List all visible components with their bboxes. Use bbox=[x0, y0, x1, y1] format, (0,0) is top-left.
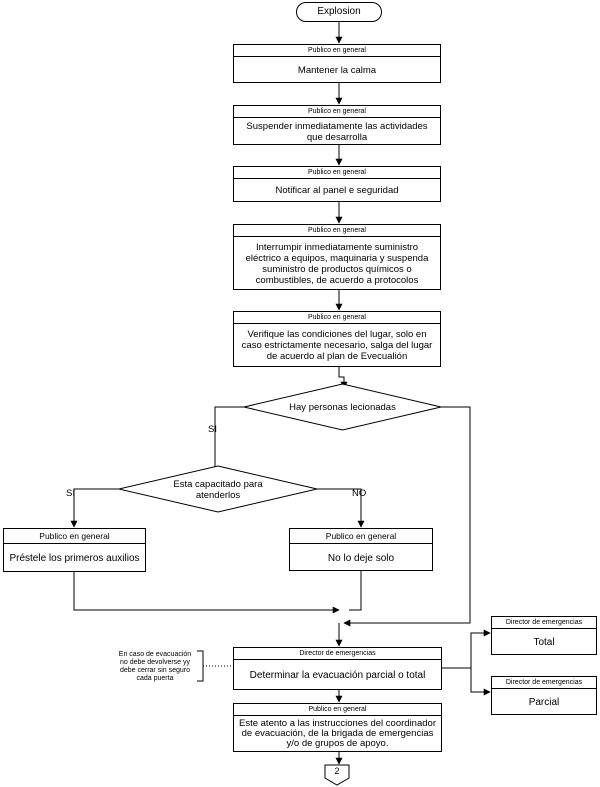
final-text: Este atento a las instrucciones del coor… bbox=[239, 718, 436, 749]
step-actor: Publico en general bbox=[234, 312, 440, 324]
step-actor: Publico en general bbox=[234, 45, 440, 57]
first-aid-actor: Publico en general bbox=[4, 529, 145, 544]
step-box-5: Publico en general Verifique las condici… bbox=[233, 311, 441, 367]
decision-diamond-trained bbox=[118, 465, 318, 513]
stay-box: Publico en general No lo deje solo bbox=[289, 528, 433, 571]
director-actor: Director de emergencias bbox=[234, 648, 441, 660]
step-box-3: Publico en general Notificar al panel e … bbox=[233, 166, 441, 202]
step-actor: Publico en general bbox=[234, 225, 440, 237]
step-text: Notificar al panel e seguridad bbox=[275, 185, 399, 196]
parcial-text: Parcial bbox=[528, 696, 560, 708]
decision-diamond-injured bbox=[243, 383, 442, 431]
final-instructions-box: Publico en general Este atento a las ins… bbox=[233, 703, 442, 752]
step-box-4: Publico en general Interrumpir inmediata… bbox=[233, 224, 441, 290]
step-actor: Publico en general bbox=[234, 167, 440, 179]
start-label: Explosion bbox=[317, 6, 361, 17]
decision-trained-yes-label: SI bbox=[66, 488, 75, 499]
decision-trained-no-label: NO bbox=[352, 488, 367, 499]
first-aid-box: Publico en general Préstele los primeros… bbox=[3, 528, 146, 572]
step-text: Interrumpir inmediatamente suministro el… bbox=[245, 241, 429, 286]
step-text: Mantener la calma bbox=[297, 64, 377, 76]
director-decision-box: Director de emergencias Determinar la ev… bbox=[233, 647, 442, 690]
step-text: Suspender inmediatamente las actividades… bbox=[246, 120, 428, 143]
step-box-2: Publico en general Suspender inmediatame… bbox=[233, 105, 441, 145]
step-box-1: Publico en general Mantener la calma bbox=[233, 44, 441, 83]
total-actor: Director de emergencias bbox=[492, 617, 596, 629]
stay-actor: Publico en general bbox=[290, 529, 432, 544]
parcial-box: Director de emergencias Parcial bbox=[491, 676, 597, 715]
parcial-actor: Director de emergencias bbox=[492, 677, 596, 689]
step-text: Verifique las condiciones del lugar, sol… bbox=[241, 329, 433, 362]
step-actor: Publico en general bbox=[234, 106, 440, 118]
final-actor: Publico en general bbox=[234, 704, 441, 716]
start-terminal: Explosion bbox=[296, 2, 382, 22]
first-aid-text: Préstele los primeros auxilios bbox=[9, 553, 140, 564]
decision-trained-text: Esta capacitado para atenderlos bbox=[173, 479, 263, 501]
total-text: Total bbox=[533, 636, 555, 648]
decision-injured-yes-label: SI bbox=[208, 424, 217, 435]
offpage-connector-shape bbox=[324, 764, 350, 786]
offpage-connector-label: 2 bbox=[334, 766, 340, 776]
evacuation-note: En caso de evacuación no debe devolverse… bbox=[118, 651, 192, 682]
total-box: Director de emergencias Total bbox=[491, 616, 597, 655]
director-text: Determinar la evacuación parcial o total bbox=[249, 669, 426, 681]
decision-injured-text: Hay personas lecionadas bbox=[289, 402, 396, 413]
stay-text: No lo deje solo bbox=[327, 552, 395, 564]
